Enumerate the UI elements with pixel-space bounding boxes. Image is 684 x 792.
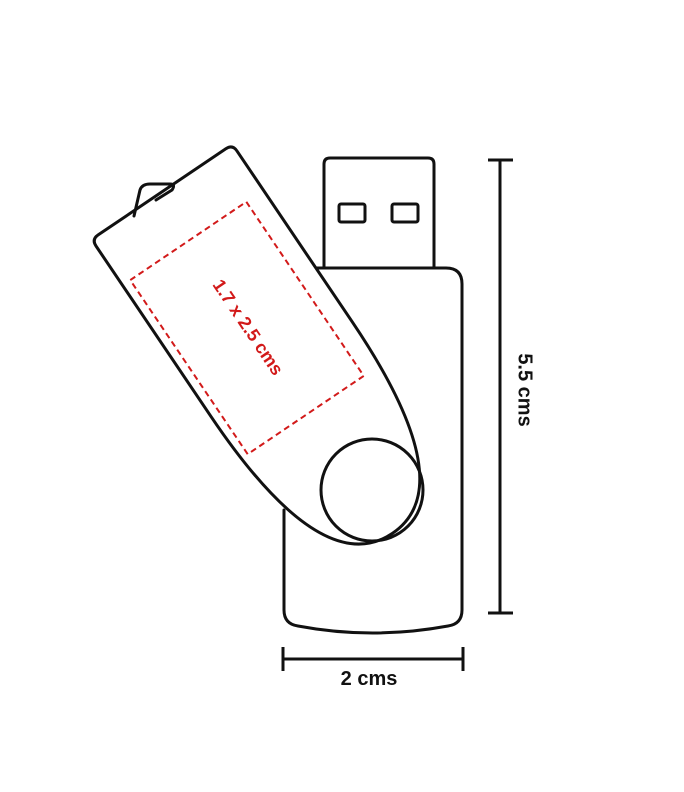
height-label: 5.5 cms bbox=[514, 353, 536, 426]
drive-body bbox=[282, 266, 464, 635]
swivel-pivot bbox=[319, 437, 425, 543]
connector-hole-right bbox=[390, 202, 420, 224]
connector-hole-left bbox=[337, 202, 367, 224]
lanyard-loop bbox=[132, 182, 176, 218]
width-label: 2 cms bbox=[341, 668, 398, 690]
height-dimension bbox=[488, 158, 513, 615]
usb-connector bbox=[322, 156, 436, 270]
swivel-cap bbox=[92, 145, 422, 546]
width-dimension bbox=[281, 647, 465, 671]
